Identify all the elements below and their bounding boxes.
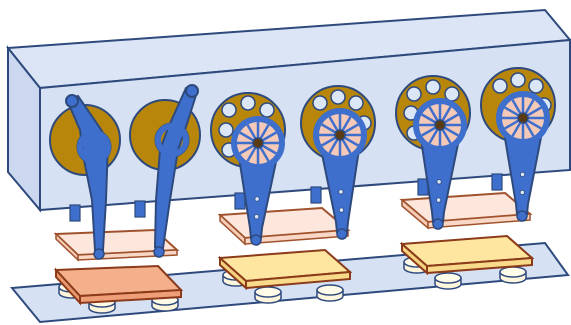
upper-pad-2 xyxy=(220,208,348,244)
arm-tip xyxy=(517,211,527,221)
post-4 xyxy=(311,187,321,203)
post-2 xyxy=(135,201,145,217)
foot-6 xyxy=(317,285,343,301)
arm-tip xyxy=(251,235,261,245)
foot-5 xyxy=(255,287,281,303)
post-1 xyxy=(70,205,80,221)
spoke-hub xyxy=(335,130,345,140)
arm-pin-2 xyxy=(339,208,343,212)
upper-pad-3 xyxy=(402,193,530,228)
arm-pin-1 xyxy=(255,197,259,201)
lower-block-1 xyxy=(56,266,181,303)
foot-8 xyxy=(435,273,461,289)
arm-pin-1 xyxy=(520,172,524,176)
lower-block-3 xyxy=(402,236,532,273)
arm-pin-2 xyxy=(520,190,524,194)
arm-pin-1 xyxy=(437,180,441,184)
spoke-hub xyxy=(253,138,263,148)
spoke-hub xyxy=(435,120,445,130)
arm-pin-2 xyxy=(254,215,258,219)
post-6 xyxy=(492,174,502,190)
post-3 xyxy=(235,193,245,209)
arm-tip xyxy=(337,229,347,239)
spoke-hub xyxy=(518,113,528,123)
arm-pin-1 xyxy=(339,190,343,194)
arm-tip xyxy=(433,219,443,229)
arm-pin-2 xyxy=(436,198,440,202)
foot-9 xyxy=(500,267,526,283)
